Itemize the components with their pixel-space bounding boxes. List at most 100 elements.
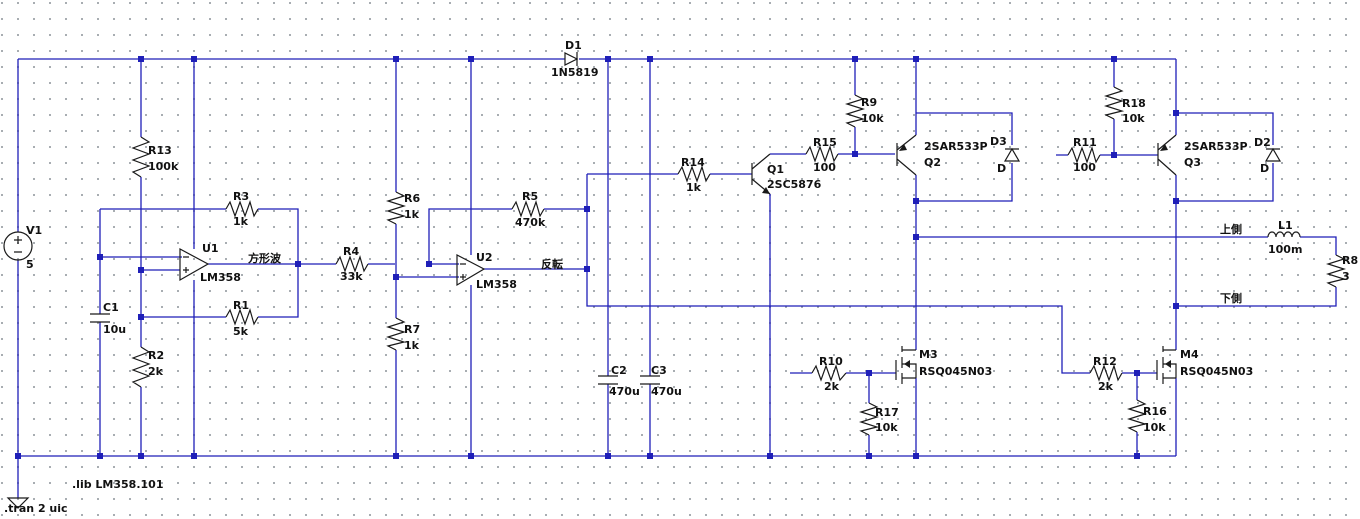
net-upper: 上側 xyxy=(1220,222,1242,236)
resistor-r2[interactable] xyxy=(131,346,151,388)
r3-value: 1k xyxy=(233,215,249,228)
r14-value: 1k xyxy=(686,181,702,194)
r5-ref: R5 xyxy=(522,190,538,203)
d3-value: D xyxy=(997,162,1006,175)
junction-dot xyxy=(852,56,858,62)
junction-dot xyxy=(866,453,872,459)
m4-value: RSQ045N03 xyxy=(1180,365,1253,378)
inductor-l1[interactable] xyxy=(1267,231,1301,238)
c3-ref: C3 xyxy=(651,364,667,377)
r13-ref: R13 xyxy=(148,144,172,157)
capacitor-c3[interactable] xyxy=(640,375,660,385)
resistor-r18[interactable] xyxy=(1103,86,1125,120)
resistor-r1[interactable] xyxy=(225,308,259,326)
r12-ref: R12 xyxy=(1093,355,1117,368)
r15-ref: R15 xyxy=(813,136,837,149)
transistor-q1[interactable] xyxy=(751,153,771,195)
resistor-r16[interactable] xyxy=(1126,399,1148,433)
junction-dot xyxy=(913,234,919,240)
u1-value: LM358 xyxy=(200,271,241,284)
net-lower: 下側 xyxy=(1220,291,1242,305)
junction-dot xyxy=(584,266,590,272)
r4-ref: R4 xyxy=(343,245,359,258)
junction-dot xyxy=(913,56,919,62)
d1-ref: D1 xyxy=(565,39,582,52)
r6-ref: R6 xyxy=(404,192,420,205)
wires xyxy=(17,58,1337,498)
net-square-wave: 方形波 xyxy=(248,251,282,265)
c1-value: 10u xyxy=(103,323,126,336)
junction-dot xyxy=(584,206,590,212)
r7-value: 1k xyxy=(404,339,420,352)
mosfet-m3[interactable] xyxy=(895,346,917,384)
lib-directive: .lib LM358.101 xyxy=(72,478,163,491)
diode-d1[interactable] xyxy=(564,52,579,66)
tran-directive: .tran 2 uic xyxy=(4,502,68,515)
junction-dot xyxy=(852,151,858,157)
u2-ref: U2 xyxy=(476,251,493,264)
d3-ref: D3 xyxy=(990,135,1007,148)
diode-d2[interactable] xyxy=(1264,147,1282,162)
m3-ref: M3 xyxy=(919,348,938,361)
r10-ref: R10 xyxy=(819,355,843,368)
r1-value: 5k xyxy=(233,325,249,338)
resistor-r13[interactable] xyxy=(131,136,151,178)
junction-dot xyxy=(138,314,144,320)
r14-ref: R14 xyxy=(681,156,705,169)
transistor-q3[interactable] xyxy=(1157,134,1177,176)
junction-dot xyxy=(138,453,144,459)
r9-ref: R9 xyxy=(861,96,877,109)
v1-ref: V1 xyxy=(26,224,42,237)
transistor-q2[interactable] xyxy=(896,134,917,176)
q1-value: 2SC5876 xyxy=(767,178,822,191)
r12-value: 2k xyxy=(1098,380,1114,393)
u2-value: LM358 xyxy=(476,278,517,291)
r3-ref: R3 xyxy=(233,190,249,203)
q3-ref: Q3 xyxy=(1184,156,1201,169)
ground-symbol xyxy=(6,497,30,509)
q2-value: 2SAR533P xyxy=(924,140,988,153)
resistor-r4[interactable] xyxy=(335,255,369,273)
voltage-source-v1[interactable] xyxy=(3,231,33,261)
capacitor-c1[interactable] xyxy=(90,313,110,323)
junction-dot xyxy=(605,453,611,459)
q3-value: 2SAR533P xyxy=(1184,140,1248,153)
junction-dots xyxy=(15,56,1179,459)
junction-dot xyxy=(647,453,653,459)
capacitor-c2[interactable] xyxy=(598,375,618,385)
r2-ref: R2 xyxy=(148,349,164,362)
resistor-r3[interactable] xyxy=(225,200,259,218)
l1-value: 100m xyxy=(1268,243,1302,256)
resistor-r5[interactable] xyxy=(511,200,545,218)
resistor-r8[interactable] xyxy=(1325,254,1347,288)
net-inverted: 反転 xyxy=(541,257,563,271)
junction-dot xyxy=(866,370,872,376)
resistor-r12[interactable] xyxy=(1089,364,1123,382)
opamp-u2[interactable] xyxy=(456,254,486,287)
junction-dot xyxy=(1173,110,1179,116)
opamp-u1[interactable] xyxy=(179,247,210,282)
junction-dot xyxy=(138,267,144,273)
junction-dot xyxy=(1134,370,1140,376)
v1-value: 5 xyxy=(26,258,34,271)
resistor-r10[interactable] xyxy=(811,364,847,382)
r10-value: 2k xyxy=(824,380,840,393)
resistor-r7[interactable] xyxy=(385,317,407,351)
resistor-r14[interactable] xyxy=(677,165,711,183)
resistor-r17[interactable] xyxy=(858,402,880,436)
resistor-r11[interactable] xyxy=(1067,146,1101,164)
junction-dot xyxy=(426,261,432,267)
r15-value: 100 xyxy=(813,161,836,174)
resistor-r6[interactable] xyxy=(385,191,407,225)
c2-ref: C2 xyxy=(611,364,627,377)
resistor-r9[interactable] xyxy=(844,94,866,128)
mosfet-m4[interactable] xyxy=(1156,346,1177,384)
diode-d3[interactable] xyxy=(1003,147,1021,162)
resistor-r15[interactable] xyxy=(805,145,839,163)
m3-value: RSQ045N03 xyxy=(919,365,992,378)
junction-dot xyxy=(1173,198,1179,204)
junction-dot xyxy=(393,453,399,459)
c1-ref: C1 xyxy=(103,301,119,314)
